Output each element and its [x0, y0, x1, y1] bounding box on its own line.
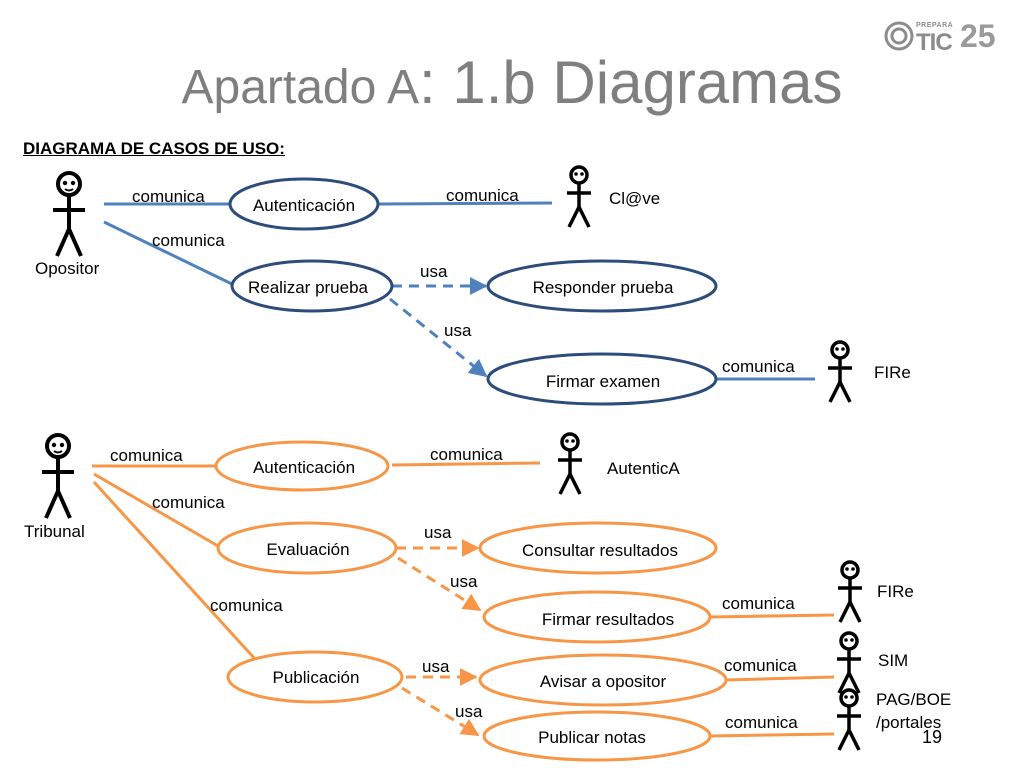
use-case-label: Firmar resultados — [542, 610, 674, 629]
actor-fire-figure — [836, 560, 864, 624]
use-case-realizar-prueba — [230, 259, 394, 313]
actor-sim-figure — [835, 631, 863, 695]
use-case-publicacion — [226, 650, 404, 704]
actor-autentica-figure — [556, 432, 584, 496]
line-tribunal-publicacion — [92, 480, 257, 661]
slide-title: Apartado A: 1.b Diagramas — [0, 48, 1024, 117]
use-case-label: Responder prueba — [533, 278, 674, 297]
actor-fire-figure — [826, 340, 854, 404]
actor-label-clave: Cl@ve — [609, 189, 660, 208]
use-case-labels: Autenticación Realizar prueba Responder … — [248, 196, 678, 747]
relation-label: usa — [420, 262, 448, 281]
line-avisar-sim — [725, 675, 835, 682]
diagram-subtitle: DIAGRAMA DE CASOS DE USO: — [23, 139, 285, 158]
relation-label: usa — [422, 657, 450, 676]
actor-label-opositor: Opositor — [35, 259, 100, 278]
relation-label: comunica — [446, 186, 519, 205]
actor-tribunal-figure — [40, 433, 76, 520]
actor-label-fire: FIRe — [877, 582, 914, 601]
use-case-label: Autenticación — [253, 196, 355, 215]
actor-pagboe-figure — [835, 688, 863, 752]
relation-label: comunica — [152, 231, 225, 250]
use-case-label: Realizar prueba — [248, 278, 369, 297]
actor-labels: Opositor Cl@ve FIRe Tribunal AutenticA F… — [24, 189, 951, 732]
title-part1: Apartado A — [181, 61, 419, 114]
actor-label-pagboe-line2: /portales — [876, 713, 941, 732]
line-tribunal-evaluacion — [93, 472, 219, 548]
actor-clave-figure — [565, 165, 593, 229]
line-autenticacion-autentica — [391, 461, 541, 467]
relation-label: comunica — [110, 446, 183, 465]
line-publicar-pagboe — [709, 732, 835, 738]
relation-lines-bottom — [92, 461, 835, 738]
use-case-autenticacion-2 — [214, 440, 390, 492]
relation-label: usa — [444, 321, 472, 340]
relation-label: comunica — [722, 357, 795, 376]
relation-label: comunica — [152, 493, 225, 512]
line-publicacion-publicar — [401, 686, 480, 737]
use-cases — [214, 177, 728, 762]
use-case-label: Avisar a opositor — [540, 672, 667, 691]
use-case-label: Evaluación — [266, 540, 349, 559]
use-case-publicar-notas — [482, 710, 712, 762]
relation-label: comunica — [725, 713, 798, 732]
line-autenticacion-clave — [377, 201, 553, 206]
relation-labels: comunica comunica comunica usa usa comun… — [110, 186, 798, 732]
relation-label: usa — [455, 702, 483, 721]
use-case-autenticacion-1 — [228, 177, 380, 231]
actor-label-tribunal: Tribunal — [24, 522, 85, 541]
line-opositor-realizar — [103, 220, 235, 287]
use-case-evaluacion — [216, 521, 398, 575]
relation-label: comunica — [210, 596, 283, 615]
relation-label: comunica — [724, 656, 797, 675]
use-case-label: Autenticación — [253, 458, 355, 477]
use-case-label: Publicar notas — [538, 728, 646, 747]
use-case-firmar-examen — [486, 352, 718, 406]
relation-label: usa — [450, 572, 478, 591]
line-firmar-resultados-fire — [709, 613, 835, 619]
relation-label: comunica — [430, 445, 503, 464]
actor-label-sim: SIM — [878, 651, 908, 670]
use-case-avisar-opositor — [478, 653, 728, 707]
actor-label-pagboe: PAG/BOE — [876, 690, 951, 709]
relation-label: usa — [424, 523, 452, 542]
logo-tic-text: TIC — [916, 29, 953, 56]
use-case-consultar-resultados — [478, 521, 718, 575]
use-case-firmar-resultados — [482, 590, 712, 644]
actor-label-fire: FIRe — [874, 363, 911, 382]
logo-number-text: 25 — [960, 18, 996, 54]
use-case-label: Firmar examen — [546, 372, 660, 391]
relation-label: comunica — [722, 594, 795, 613]
relation-lines-top — [103, 201, 815, 381]
use-case-responder-prueba — [486, 259, 718, 313]
relation-label: comunica — [132, 187, 205, 206]
prepara-tic25-logo: PREPARA TIC 25 — [884, 18, 1004, 56]
logo-prepara-text: PREPARA — [916, 22, 954, 29]
title-part2: : 1.b Diagramas — [419, 49, 843, 116]
actor-label-autentica: AutenticA — [607, 459, 680, 478]
line-realizar-firmar-examen — [389, 297, 488, 378]
tic-logo-icon — [884, 21, 914, 51]
use-case-label: Publicación — [273, 668, 360, 687]
actor-opositor-figure — [51, 171, 87, 258]
page-number: 19 — [922, 727, 943, 747]
use-case-label: Consultar resultados — [522, 541, 678, 560]
